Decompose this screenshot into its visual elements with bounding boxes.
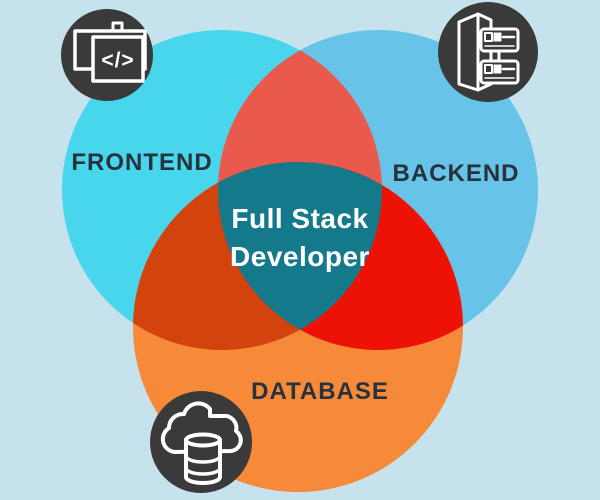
database-label: DATABASE (251, 378, 389, 405)
frontend-icon-badge: </> (61, 9, 153, 101)
backend-label: BACKEND (393, 160, 520, 187)
database-icon-badge (150, 391, 252, 493)
center-label-line2: Developer (230, 241, 370, 272)
backend-icon-badge (438, 2, 538, 102)
cloud-database-icon (160, 401, 243, 485)
code-window-icon (73, 21, 147, 83)
frontend-label: FRONTEND (71, 149, 212, 176)
center-label-line1: Full Stack (231, 203, 368, 234)
code-glyph: </> (101, 49, 134, 72)
server-cabinet-icon (457, 12, 520, 92)
